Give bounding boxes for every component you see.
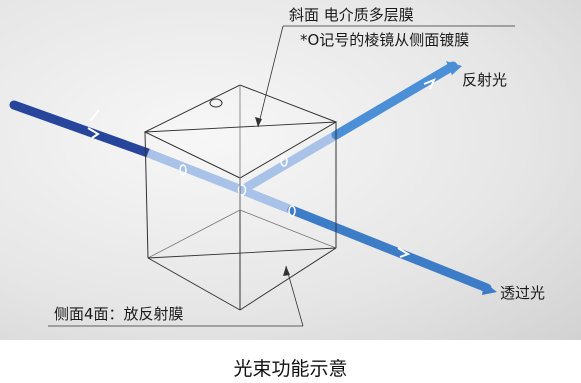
coating-markers — [179, 155, 296, 217]
coating-note-label: *O记号的棱镜从侧面镀膜 — [300, 31, 470, 49]
prism-cube — [143, 84, 338, 311]
callout-arrowhead-top — [255, 117, 262, 127]
incident-beam — [9, 100, 153, 158]
inner-beam — [146, 131, 339, 215]
callout-lines — [48, 25, 515, 327]
hypotenuse-coating-label: 斜面 电介质多层膜 — [289, 6, 414, 24]
callout-arrowhead-bottom — [283, 266, 290, 276]
reflected-beam — [331, 61, 462, 140]
transmitted-light-label: 透过光 — [500, 284, 546, 302]
prism-diagram — [9, 25, 515, 327]
side-faces-label: 侧面4面：放反射膜 — [54, 305, 184, 323]
diagram-caption: 光束功能示意 — [233, 358, 348, 380]
transmitted-beam — [287, 205, 497, 295]
reflected-light-label: 反射光 — [462, 71, 508, 89]
